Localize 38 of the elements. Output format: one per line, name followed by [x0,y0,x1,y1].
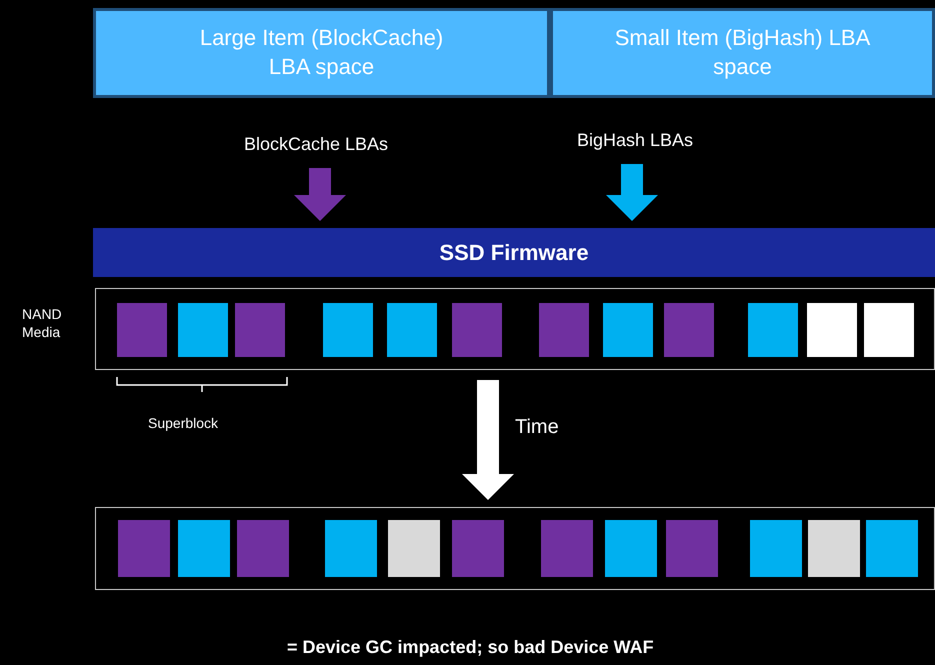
flash-block [539,303,589,357]
flash-block [666,520,718,577]
lba-space-band: Large Item (BlockCache) LBA space [93,8,550,98]
firmware-bar: SSD Firmware [93,228,935,277]
flash-block [748,303,798,357]
flash-block [864,303,914,357]
flash-block [807,303,857,357]
flash-block [866,520,918,577]
nand-media-strip [95,288,935,370]
flash-block [323,303,373,357]
flash-block [178,520,230,577]
edge-label: Time [515,416,559,439]
flash-block [325,520,377,577]
flash-block [664,303,714,357]
flow-arrow [462,380,514,500]
flash-block [178,303,228,357]
flash-block [541,520,593,577]
superblock-label: Superblock [148,415,218,431]
flash-block [452,520,504,577]
arrow-caption: BigHash LBAs [560,126,710,154]
media-label: NAND Media [22,306,63,341]
flash-block [605,520,657,577]
flash-block [750,520,802,577]
conclusion-note: = Device GC impacted; so bad Device WAF [287,637,654,658]
flash-block [808,520,860,577]
flow-arrow [606,164,658,221]
nand-media-strip [95,507,935,590]
arrow-caption: BlockCache LBAs [225,130,407,158]
flash-block [117,303,167,357]
flash-block [237,520,289,577]
flash-block [388,520,440,577]
flash-block [603,303,653,357]
flash-block [235,303,285,357]
lba-space-band: Small Item (BigHash) LBA space [550,8,935,98]
flash-block [118,520,170,577]
flow-arrow [294,168,346,221]
flash-block [387,303,437,357]
flash-block [452,303,502,357]
